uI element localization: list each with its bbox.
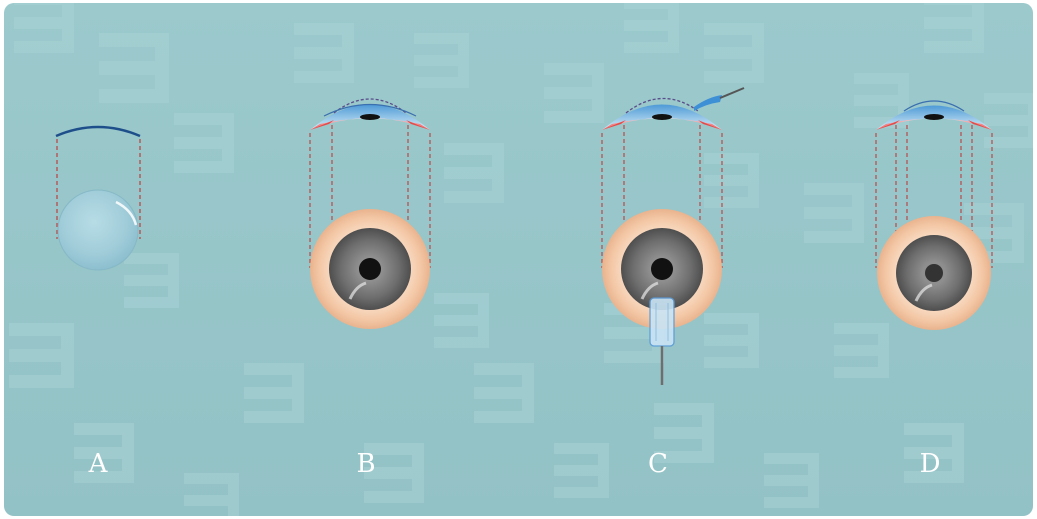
contact-lens-sphere: [58, 190, 138, 270]
diagram-svg: [4, 3, 1033, 516]
panel-label-a: A: [78, 449, 118, 479]
microkeratome-blade: [694, 88, 744, 111]
panel-label-d: D: [910, 449, 950, 479]
eyeball: [877, 216, 991, 330]
lens-arc: [56, 127, 140, 136]
panel-a: [56, 127, 140, 270]
panel-label-b: B: [346, 449, 386, 479]
panel-label-c: C: [638, 449, 678, 479]
panel-d: [876, 101, 992, 330]
lens-injector: [650, 298, 674, 385]
panel-b: [310, 99, 430, 329]
eyeball: [310, 209, 430, 329]
cornea-section: [310, 99, 430, 130]
diagram-canvas: A B C D: [4, 3, 1033, 516]
